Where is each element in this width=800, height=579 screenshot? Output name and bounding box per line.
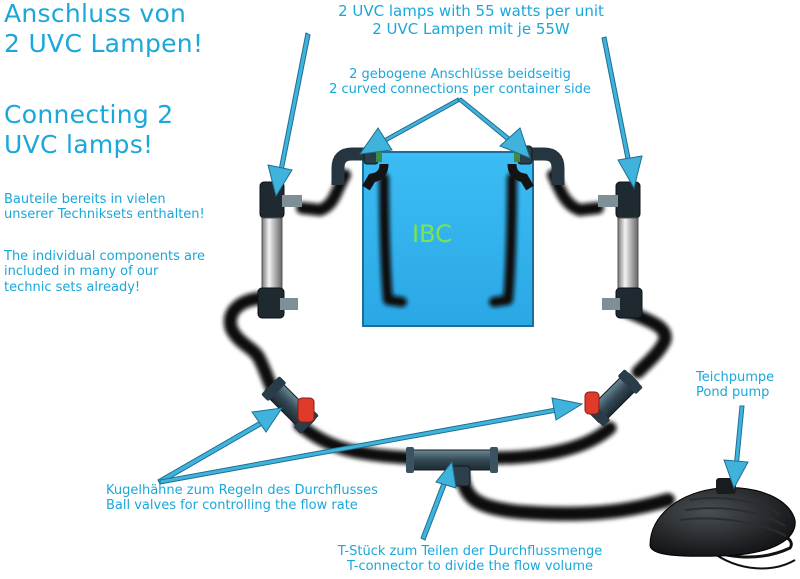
hose-lamp-left-to-valve-left xyxy=(223,291,279,395)
valves-label: Kugelhähne zum Regeln des Durchflusses B… xyxy=(106,483,378,514)
pump-grille xyxy=(679,497,787,537)
hose-t-to-pump xyxy=(455,468,675,521)
arrow-to-lamp-right xyxy=(601,36,643,190)
ibc-elbow-right-inner xyxy=(507,163,534,191)
arrow-to-elbow-right xyxy=(457,97,531,159)
arrow-to-t-connector xyxy=(420,460,457,541)
hoses xyxy=(223,169,675,521)
t-connector xyxy=(406,447,498,487)
arrow-to-pump xyxy=(723,405,749,490)
uvc-lamp-left-outlet xyxy=(280,298,298,310)
uvc-lamp-right-inlet xyxy=(598,195,618,207)
arrow-to-valve-left xyxy=(157,407,284,485)
lamps-label: 2 UVC lamps with 55 watts per unit 2 UVC… xyxy=(338,2,604,38)
ball-valve-right-nut-b xyxy=(618,369,643,394)
ibc-label: IBC xyxy=(412,220,452,248)
pump-outlet xyxy=(716,478,736,494)
hose-ibc-left-internal xyxy=(379,173,407,307)
pond-pump xyxy=(649,478,796,570)
uvc-lamp-right-outlet xyxy=(602,298,620,310)
t-connector-collar-left xyxy=(406,447,414,473)
uvc-lamp-right-cap-top xyxy=(615,181,641,219)
arrow-to-lamp-left xyxy=(267,32,311,198)
uvc-lamp-left-inlet xyxy=(282,195,302,207)
ball-valve-left-handle xyxy=(297,397,315,423)
ball-valve-left-nut-a xyxy=(261,376,286,401)
uvc-lamp-left xyxy=(257,181,302,319)
uvc-lamp-left-tube xyxy=(261,217,283,291)
arrow-to-valve-right xyxy=(159,397,584,485)
arrow-to-elbow-left xyxy=(358,97,461,155)
hose-valve-right-to-t xyxy=(485,421,617,465)
components-note-german: Bauteile bereits in vielen unserer Techn… xyxy=(4,192,205,223)
ibc-elbow-left-pipe xyxy=(331,147,370,185)
ibc-elbow-right-ring xyxy=(514,148,520,162)
uvc-lamp-right-tube xyxy=(617,217,639,291)
t-connector-label: T-Stück zum Teilen der Durchflussmenge T… xyxy=(337,544,603,575)
arrows xyxy=(157,32,749,541)
connections-label: 2 gebogene Anschlüsse beidseitig 2 curve… xyxy=(329,67,591,98)
title-german: Anschluss von 2 UVC Lampen! xyxy=(4,0,204,58)
t-connector-collar-right xyxy=(490,447,498,473)
components-note-english: The individual components are included i… xyxy=(4,249,206,295)
ball-valve-right-handle xyxy=(584,391,600,415)
hose-lamp-right-to-valve-right xyxy=(618,303,672,379)
ibc-elbow-left-inner xyxy=(362,163,389,191)
uvc-lamp-right xyxy=(598,181,643,319)
pump-label: Teichpumpe Pond pump xyxy=(696,370,775,401)
ibc-elbow-right-pipe xyxy=(526,147,565,185)
title-english: Connecting 2 UVC lamps! xyxy=(4,100,174,159)
ibc-elbow-left-ring xyxy=(376,148,382,162)
hose-ibc-right-internal xyxy=(489,173,517,307)
